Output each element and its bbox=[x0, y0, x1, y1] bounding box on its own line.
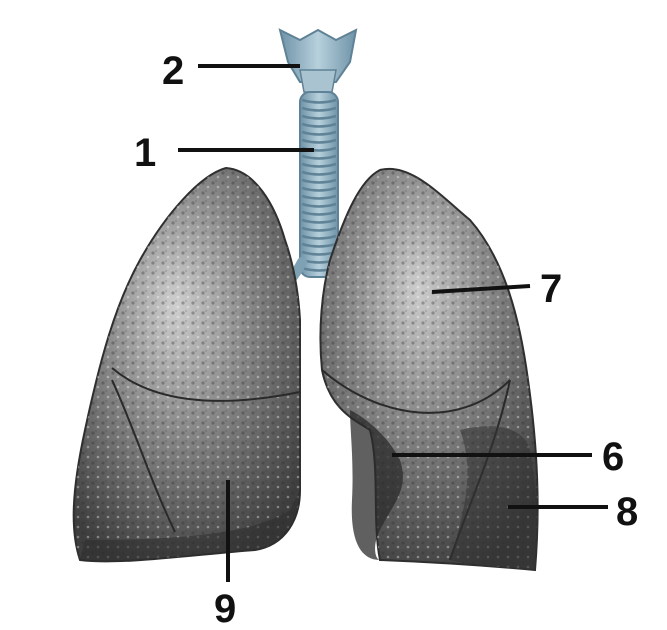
larynx bbox=[280, 30, 356, 92]
label-9: 9 bbox=[214, 587, 236, 630]
label-2: 2 bbox=[162, 49, 184, 93]
label-1: 1 bbox=[134, 131, 156, 175]
left-lung bbox=[320, 169, 537, 570]
right-lung bbox=[74, 168, 300, 561]
label-6: 6 bbox=[602, 435, 624, 479]
label-7: 7 bbox=[540, 267, 562, 311]
label-8: 8 bbox=[616, 490, 638, 534]
